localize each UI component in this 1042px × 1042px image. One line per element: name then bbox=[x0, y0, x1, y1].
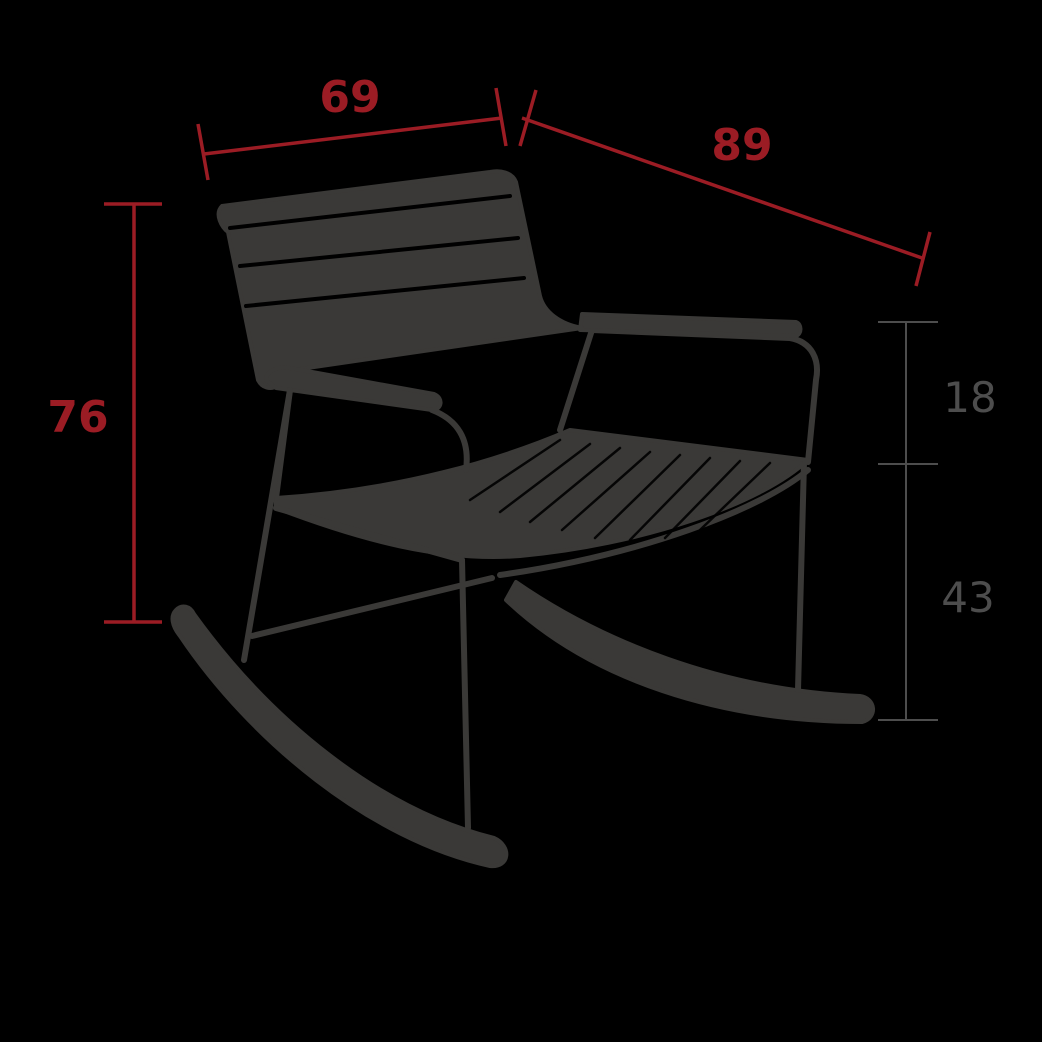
depth-label: 89 bbox=[711, 120, 772, 171]
backrest-slat-gaps bbox=[228, 194, 526, 308]
rocking-chair bbox=[170, 169, 875, 869]
height-dimension bbox=[104, 202, 162, 624]
left-armrest bbox=[264, 365, 443, 412]
seat-slat-gaps bbox=[468, 438, 772, 542]
right-armrest bbox=[578, 312, 803, 338]
seat-height-label: 43 bbox=[941, 573, 994, 622]
armrest-height-label: 18 bbox=[943, 373, 996, 422]
height-label: 76 bbox=[47, 392, 108, 443]
lower-crossbar bbox=[249, 575, 495, 639]
width-label: 69 bbox=[319, 72, 380, 123]
depth-dimension bbox=[518, 89, 932, 287]
seat-side-rail bbox=[273, 505, 465, 563]
backrest bbox=[216, 169, 584, 390]
right-front-strut bbox=[497, 467, 811, 578]
width-dimension bbox=[196, 87, 508, 181]
center-leg bbox=[459, 557, 471, 831]
right-arm-frame bbox=[557, 327, 820, 465]
left-rocker bbox=[170, 604, 509, 869]
right-rocker bbox=[504, 580, 875, 724]
right-back-leg bbox=[795, 459, 807, 693]
left-front-leg bbox=[241, 387, 293, 663]
side-height-dimensions bbox=[878, 321, 938, 721]
seat bbox=[274, 428, 810, 559]
